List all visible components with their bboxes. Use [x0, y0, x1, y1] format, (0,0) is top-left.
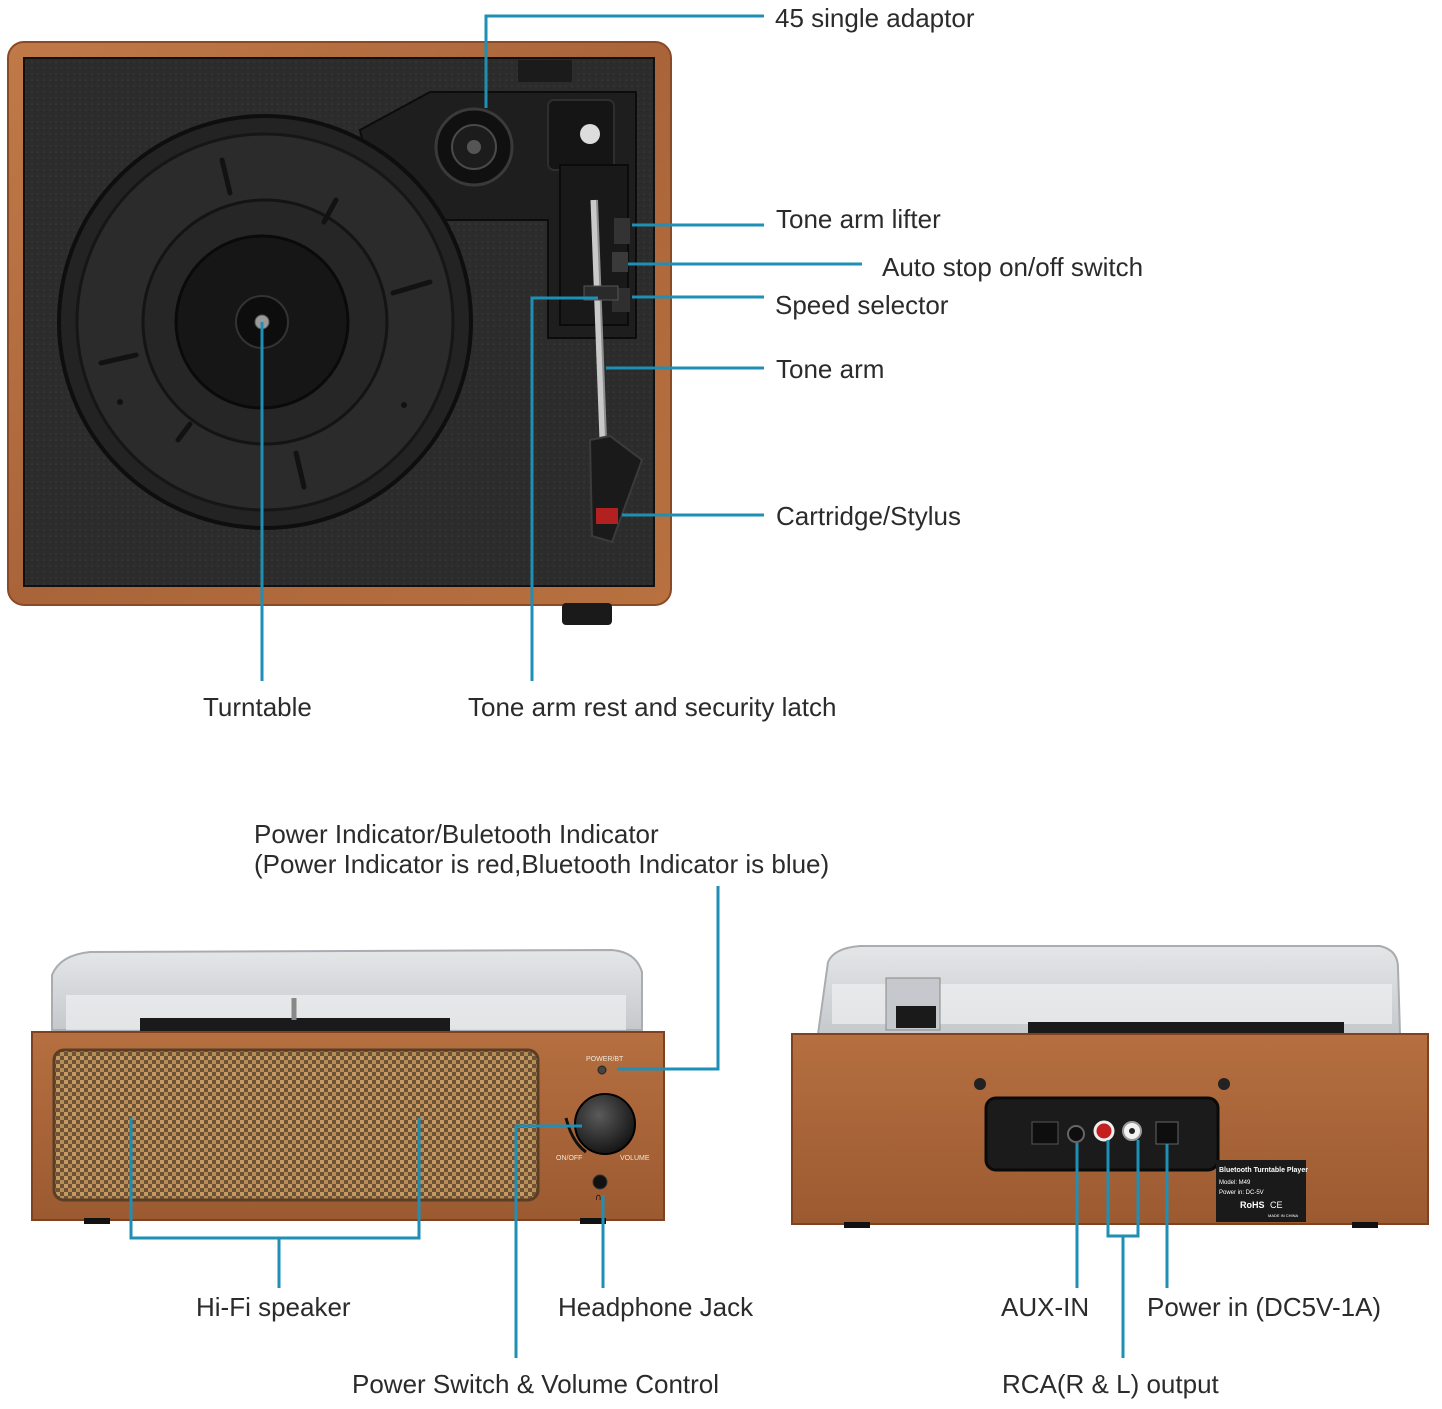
- callout-indicator: [617, 886, 720, 1071]
- callout-single-adaptor: [484, 14, 764, 108]
- headphone-jack: [592, 1174, 608, 1190]
- label-auto-stop: Auto stop on/off switch: [882, 252, 1144, 282]
- front-knob-top: [562, 603, 612, 625]
- foot-front-right: [580, 1218, 606, 1224]
- rating-ce: CE: [1270, 1200, 1283, 1210]
- callout-speaker-bracket: [129, 1118, 421, 1240]
- platter-edge-back: [1028, 1022, 1344, 1034]
- top-callouts: [260, 14, 862, 681]
- platter-dot-2: [401, 402, 407, 408]
- label-power-volume: Power Switch & Volume Control: [352, 1369, 720, 1399]
- label-arm-rest: Tone arm rest and security latch: [468, 692, 837, 722]
- callout-power-volume: [514, 1124, 582, 1358]
- label-power-in: Power in (DC5V-1A): [1147, 1292, 1382, 1322]
- back-callouts: [1075, 1140, 1169, 1358]
- screw-back-left: [974, 1078, 986, 1090]
- foot-back-right: [1352, 1222, 1378, 1228]
- rating-made-in: MADE IN CHINA: [1268, 1213, 1299, 1218]
- hinge: [518, 60, 572, 82]
- rating-title: Bluetooth Turntable Player: [1219, 1167, 1308, 1174]
- headphone-icon: ∩: [595, 1193, 602, 1203]
- label-speaker: Hi-Fi speaker: [196, 1292, 351, 1322]
- screw-back-right: [1218, 1078, 1230, 1090]
- rating-rohs: RoHS: [1240, 1200, 1265, 1210]
- label-speed-selector: Speed selector: [775, 290, 949, 320]
- label-cartridge: Cartridge/Stylus: [776, 501, 961, 531]
- foot-front-left: [84, 1218, 110, 1224]
- platter-edge-front: [140, 1018, 450, 1032]
- tonearm-pivot-cap: [580, 124, 600, 144]
- label-single-adaptor: 45 single adaptor: [775, 3, 975, 33]
- cartridge-stylus: [596, 508, 618, 524]
- dc-power-port: [1155, 1121, 1179, 1145]
- platter-dot-1: [117, 399, 123, 405]
- panel-volume: VOLUME: [620, 1155, 650, 1162]
- panel-on-off: ON/OFF: [556, 1155, 582, 1162]
- label-indicator-line2: (Power Indicator is red,Bluetooth Indica…: [254, 849, 830, 879]
- callout-arm-rest: [530, 296, 598, 681]
- rating-power: Power in: DC-5V: [1219, 1190, 1264, 1196]
- label-tone-arm: Tone arm: [776, 354, 885, 384]
- platter-marks: [98, 157, 433, 490]
- single-adaptor-center: [467, 140, 481, 154]
- aux-in-port: [1067, 1125, 1085, 1143]
- label-turntable: Turntable: [203, 692, 312, 722]
- rca-l-center: [1129, 1128, 1135, 1134]
- tonearm-tube: [590, 199, 607, 441]
- top-view-turntable: [7, 41, 672, 625]
- label-indicator-line1: Power Indicator/Buletooth Indicator: [254, 819, 659, 849]
- label-aux-in: AUX-IN: [1001, 1292, 1090, 1322]
- auto-stop-switch: [612, 252, 628, 272]
- rca-r-port: [1093, 1120, 1115, 1142]
- label-rca: RCA(R & L) output: [1002, 1369, 1219, 1399]
- hinge-back-left-dark: [896, 1006, 936, 1028]
- volume-knob: [574, 1093, 636, 1155]
- foot-back-left: [844, 1222, 870, 1228]
- tonearm-lifter: [614, 218, 630, 244]
- power-indicator-led: [597, 1065, 607, 1075]
- usb-port: [1031, 1121, 1059, 1145]
- front-view-turntable: POWER/BT ON/OFF VOLUME ∩: [31, 948, 665, 1224]
- front-callouts: [129, 886, 720, 1358]
- back-view-turntable: Bluetooth Turntable Player Model: M49 Po…: [791, 945, 1429, 1228]
- rating-plate: [1216, 1160, 1306, 1222]
- label-tone-arm-lifter: Tone arm lifter: [776, 204, 941, 234]
- panel-power-bt: POWER/BT: [586, 1056, 624, 1063]
- label-headphone: Headphone Jack: [558, 1292, 754, 1322]
- volume-arc: [564, 1117, 587, 1154]
- tonearm-tube-shade: [596, 199, 607, 441]
- speaker-grille: [52, 1048, 540, 1202]
- rating-model: Model: M49: [1219, 1180, 1251, 1186]
